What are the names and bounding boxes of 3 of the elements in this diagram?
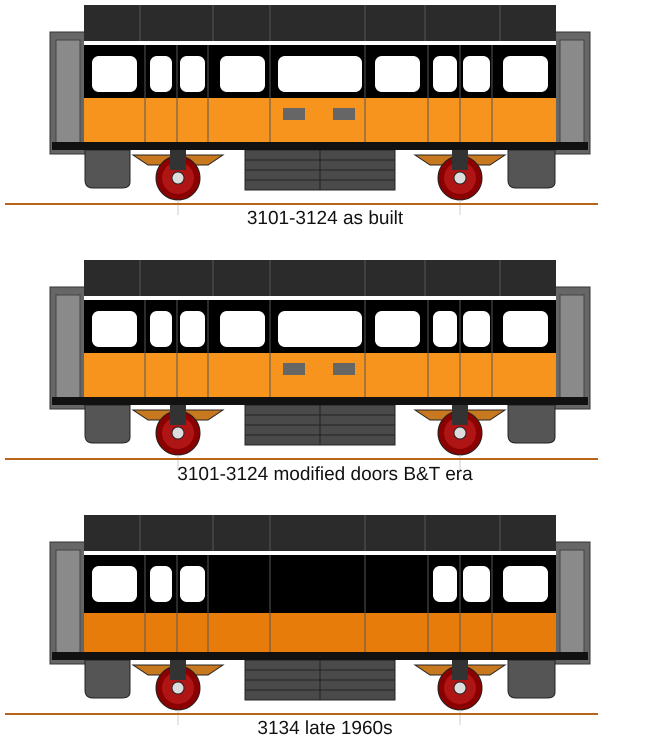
caption: 3101-3124 as built xyxy=(246,208,404,230)
caption: 3101-3124 modified doors B&T era xyxy=(177,464,473,486)
caption: 3134 late 1960s xyxy=(257,718,393,740)
